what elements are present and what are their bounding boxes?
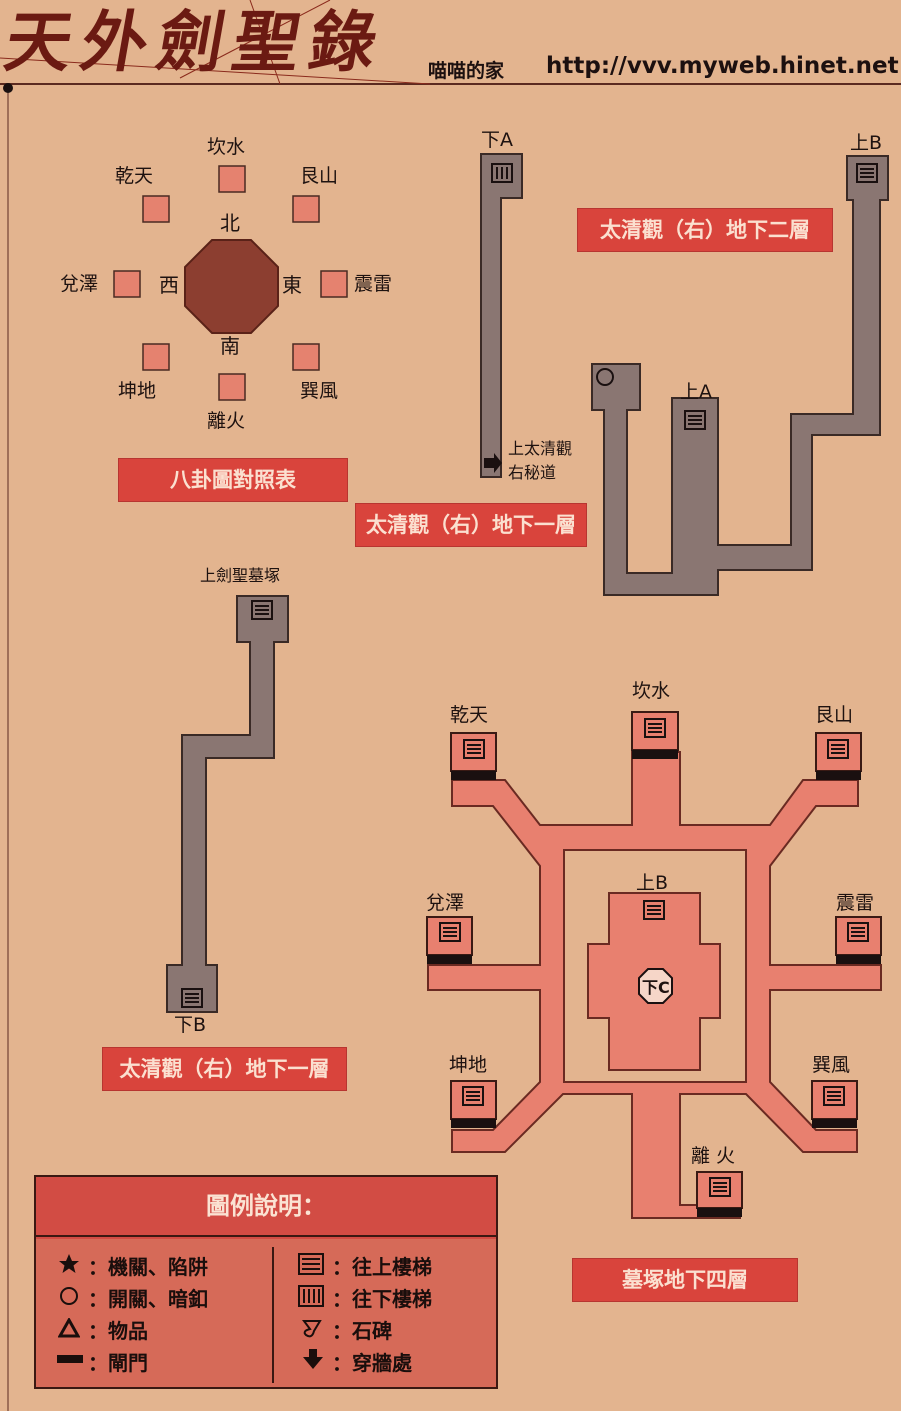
bagua-label-kun: 坤地 [118, 380, 157, 402]
stele-icon [302, 1320, 322, 1338]
down-c-octagon [638, 968, 673, 1004]
triangle-icon [58, 1318, 80, 1338]
tomb-label-gen: 艮山 [815, 704, 854, 726]
floor1-top-exit-line1: 上太清觀 [508, 439, 573, 458]
floor2-up-a-label: 上A [680, 381, 712, 403]
arrow-down-icon [303, 1349, 323, 1369]
floor2-corridor [591, 155, 889, 596]
tomb-label-kun: 坤地 [449, 1054, 488, 1076]
direction-east: 東 [282, 273, 302, 297]
legend-body: ：機關、陷阱 ：開關、暗釦 ：物品 ：閘門 ：往上樓梯 ：往下樓梯 [36, 1239, 496, 1387]
floor1-bottom-corridor [166, 595, 289, 1013]
tomb-label-dui: 兌澤 [426, 892, 465, 914]
bagua-square-kan [218, 165, 246, 193]
floor2-map [591, 155, 889, 596]
stairs-up-icon [298, 1253, 324, 1275]
direction-west: 西 [159, 273, 179, 297]
bagua-square-kun [142, 343, 170, 371]
bagua-center-octagon [184, 239, 279, 334]
legend-label-stairs-down: ：往下樓梯 [332, 1287, 432, 1311]
gate-icon [57, 1355, 83, 1363]
stairs-down-icon [298, 1285, 324, 1307]
bagua-square-xun [292, 343, 320, 371]
legend-label-item: ：物品 [88, 1319, 148, 1343]
floor1-top-corridor [480, 153, 523, 478]
floor1-bottom-caption: 太清觀（右）地下一層 [102, 1047, 347, 1091]
tomb-label-zhen: 震雷 [836, 892, 875, 914]
bagua-square-qian [142, 195, 170, 223]
floor1-top-map [480, 153, 523, 478]
bagua-square-zhen [320, 270, 348, 298]
tomb-label-xun: 巽風 [812, 1054, 851, 1076]
floor2-up-b-label: 上B [850, 132, 883, 154]
bagua-square-li [218, 373, 246, 401]
legend-divider [272, 1247, 274, 1383]
legend-label-switch: ：開關、暗釦 [88, 1287, 208, 1311]
direction-north: 北 [220, 211, 240, 235]
floor1-top-caption: 太清觀（右）地下一層 [355, 503, 587, 547]
floor1-top-down-a-label: 下A [481, 129, 513, 151]
legend-panel: 圖例說明： ：機關、陷阱 ：開關、暗釦 ：物品 ：閘門 ：往上樓梯 [34, 1175, 498, 1389]
tomb-label-qian: 乾天 [450, 704, 489, 726]
tomb-label-kan: 坎水 [632, 680, 671, 702]
bagua-square-dui [113, 270, 141, 298]
tomb-corridors [427, 751, 882, 1219]
tomb-caption: 墓塚地下四層 [572, 1258, 798, 1302]
tomb-map [426, 711, 882, 1219]
bagua-label-qian: 乾天 [115, 165, 154, 187]
floor2-caption: 太清觀（右）地下二層 [577, 208, 833, 252]
legend-label-stairs-up: ：往上樓梯 [332, 1255, 432, 1279]
site-owner-text: 喵喵的家 [428, 60, 505, 82]
bagua-square-gen [292, 195, 320, 223]
tomb-up-b-label: 上B [636, 872, 669, 894]
bagua-label-zhen: 震雷 [354, 273, 393, 295]
bagua-label-li: 離火 [207, 410, 246, 432]
bagua-label-gen: 艮山 [300, 165, 339, 187]
floor1-top-exit-line2: 右秘道 [508, 463, 557, 482]
tomb-label-li: 離 火 [691, 1145, 736, 1167]
legend-label-stele: ：石碑 [332, 1319, 392, 1343]
legend-title: 圖例說明： [36, 1177, 496, 1237]
direction-south: 南 [220, 334, 240, 358]
floor1-bottom-up-label: 上劍聖墓塚 [200, 566, 281, 585]
legend-label-passwall: ：穿牆處 [332, 1351, 412, 1375]
floor1-bottom-down-b-label: 下B [174, 1014, 207, 1036]
bagua-label-kan: 坎水 [207, 136, 246, 158]
floor1-bottom-map [166, 595, 289, 1013]
bagua-label-dui: 兌澤 [60, 273, 99, 295]
bagua-caption: 八卦圖對照表 [118, 458, 348, 502]
bagua-diagram [113, 165, 348, 401]
tomb-down-c-label: 下C [642, 978, 670, 997]
bagua-label-xun: 巽風 [300, 380, 339, 402]
legend-label-gate: ：閘門 [88, 1351, 148, 1375]
site-url-link[interactable]: http://vvv.myweb.hinet.net [546, 53, 899, 79]
switch-circle-icon [596, 368, 614, 386]
passwall-arrow-icon [484, 453, 502, 473]
star-icon [59, 1254, 79, 1273]
game-logo-title: 天外劍聖錄 [0, 3, 393, 81]
legend-label-trap: ：機關、陷阱 [88, 1255, 208, 1279]
circle-icon [60, 1287, 78, 1305]
